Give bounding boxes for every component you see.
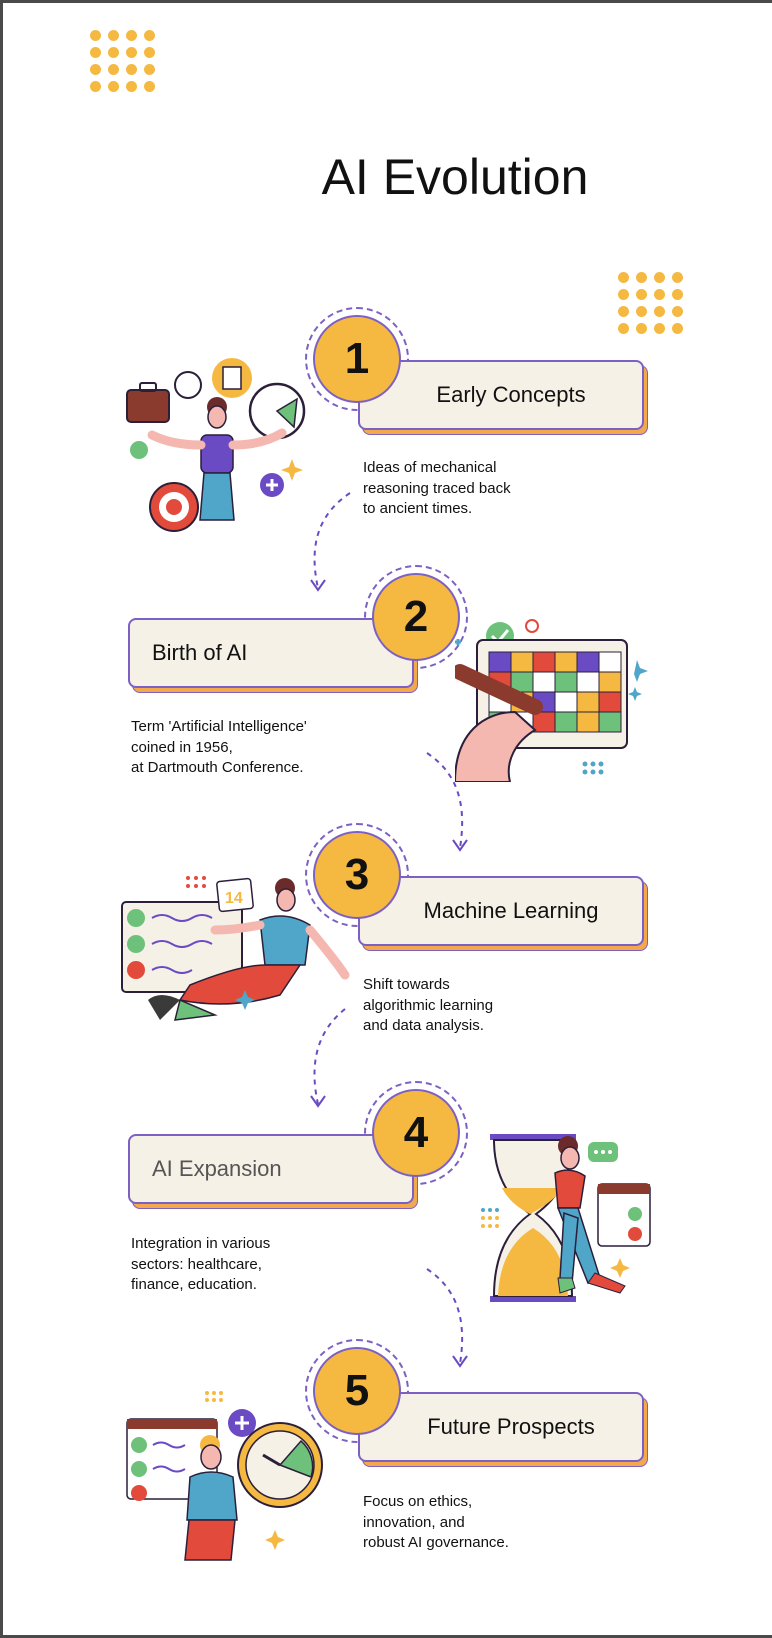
step-5-dashed-ring (305, 1339, 409, 1443)
step-3-title: Machine Learning (358, 876, 644, 946)
step-2-connector-arrow (426, 752, 468, 852)
step-1-card: Early Concepts (358, 360, 648, 435)
page-title: AI Evolution (321, 149, 589, 205)
step-4-connector-arrow (426, 1268, 468, 1368)
decorative-dots-top-left (90, 30, 156, 92)
step-4-illustration (481, 1134, 651, 1302)
step-2-card: Birth of AI (128, 618, 418, 693)
step-1-connector-arrow (310, 492, 351, 592)
step-2-description: Term 'Artificial Intelligence'coined in … (131, 718, 307, 776)
step-3-card: Machine Learning (358, 876, 648, 951)
step-2-illustration (455, 619, 648, 782)
step-5-illustration (126, 1391, 323, 1561)
step-1-number-badge: 1 (313, 315, 401, 403)
step-4-card: AI Expansion (128, 1134, 418, 1209)
step-3-dashed-ring (305, 823, 409, 927)
decorative-dots-top-right (618, 272, 684, 334)
step-5-number-badge: 5 (313, 1347, 401, 1435)
step-4-title: AI Expansion (128, 1134, 414, 1204)
step-3-connector-arrow (310, 1008, 346, 1108)
calendar-date-text: 14 (225, 890, 243, 907)
step-1-title: Early Concepts (358, 360, 644, 430)
step-3-illustration: 14 (121, 876, 350, 1021)
step-5-card: Future Prospects (358, 1392, 648, 1467)
step-3-number-badge: 3 (313, 831, 401, 919)
step-5-title: Future Prospects (358, 1392, 644, 1462)
step-1-dashed-ring (305, 307, 409, 411)
step-1-illustration (126, 358, 306, 532)
step-4-number-badge: 4 (372, 1089, 460, 1177)
step-2-title: Birth of AI (128, 618, 414, 688)
step-2-number-badge: 2 (372, 573, 460, 661)
